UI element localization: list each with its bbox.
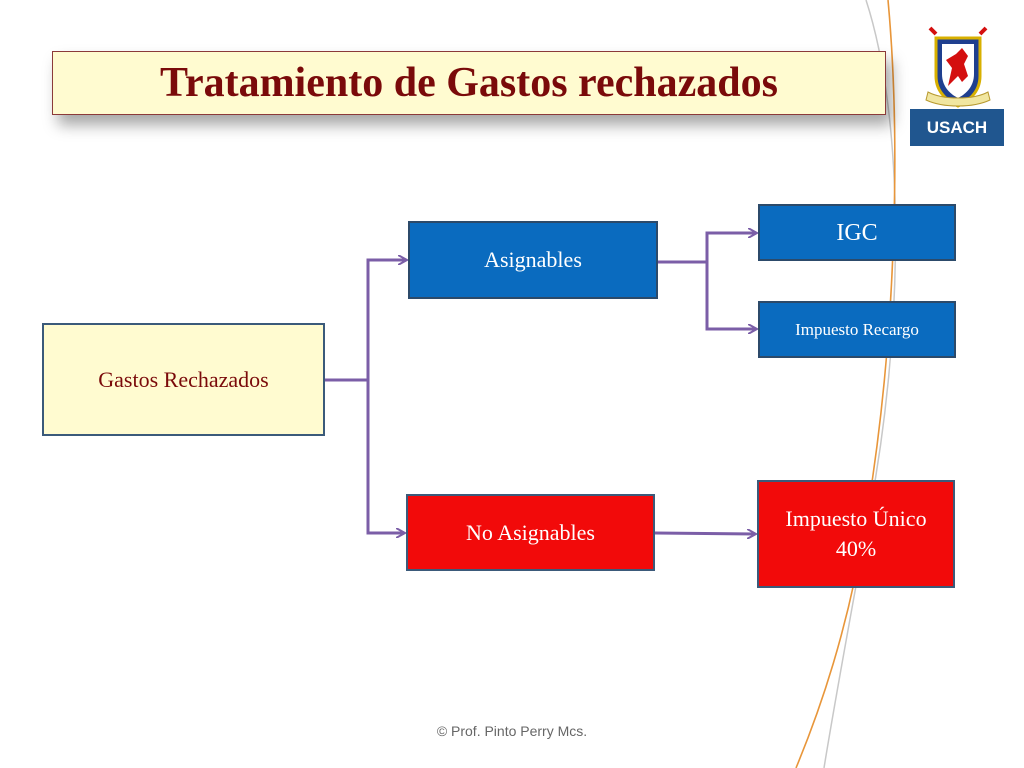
node-label: IGC <box>836 220 878 246</box>
node-label-line2: 40% <box>835 536 877 561</box>
grey-curve <box>823 0 897 768</box>
node-impuesto-unico: Impuesto Único 40% <box>757 480 955 588</box>
node-label: Impuesto Recargo <box>795 319 919 339</box>
orange-curve <box>795 0 896 768</box>
node-label: No Asignables <box>466 519 595 545</box>
node-igc: IGC <box>758 204 956 261</box>
usach-badge: USACH <box>910 109 1004 146</box>
title-banner: Tratamiento de Gastos rechazados <box>52 51 886 115</box>
node-no-asignables: No Asignables <box>406 494 655 571</box>
connector-asignables-igc <box>658 233 756 264</box>
node-impuesto-recargo: Impuesto Recargo <box>758 301 956 358</box>
node-label-line1: Impuesto Único <box>785 506 927 532</box>
connector-root-asignables <box>325 260 406 382</box>
connector-asignables-recargo <box>705 262 756 329</box>
connector-no-asignables-unico <box>654 533 755 534</box>
node-label: Asignables <box>484 247 582 272</box>
node-asignables: Asignables <box>408 221 658 299</box>
footer-copyright: © Prof. Pinto Perry Mcs. <box>436 723 588 739</box>
connector-root-no-asignables <box>366 380 404 533</box>
node-label: Gastos Rechazados <box>98 366 269 392</box>
node-gastos-rechazados: Gastos Rechazados <box>42 323 325 436</box>
page-title: Tratamiento de Gastos rechazados <box>160 60 778 106</box>
